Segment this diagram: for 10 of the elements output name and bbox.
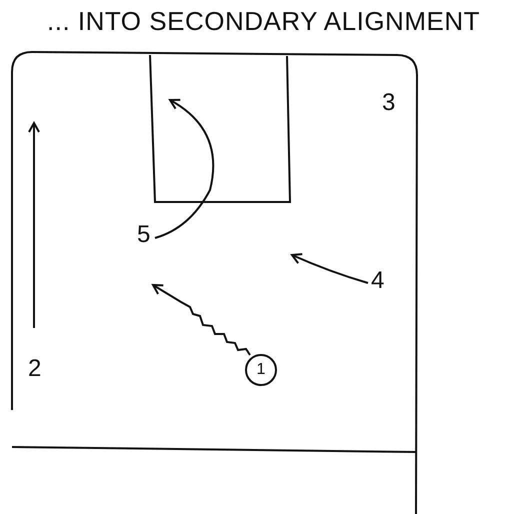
dribble-arrow [152,284,251,356]
title: ... INTO SECONDARY ALIGNMENT [47,6,480,36]
movement-arrow [291,253,368,284]
player-number: 2 [28,356,44,382]
movement-arrow [28,122,40,328]
player-number: 5 [137,222,153,250]
player-circle: 1 [245,354,277,386]
player-number: 4 [371,268,387,296]
movement-arrow [154,99,214,239]
player-number: 3 [382,90,396,116]
